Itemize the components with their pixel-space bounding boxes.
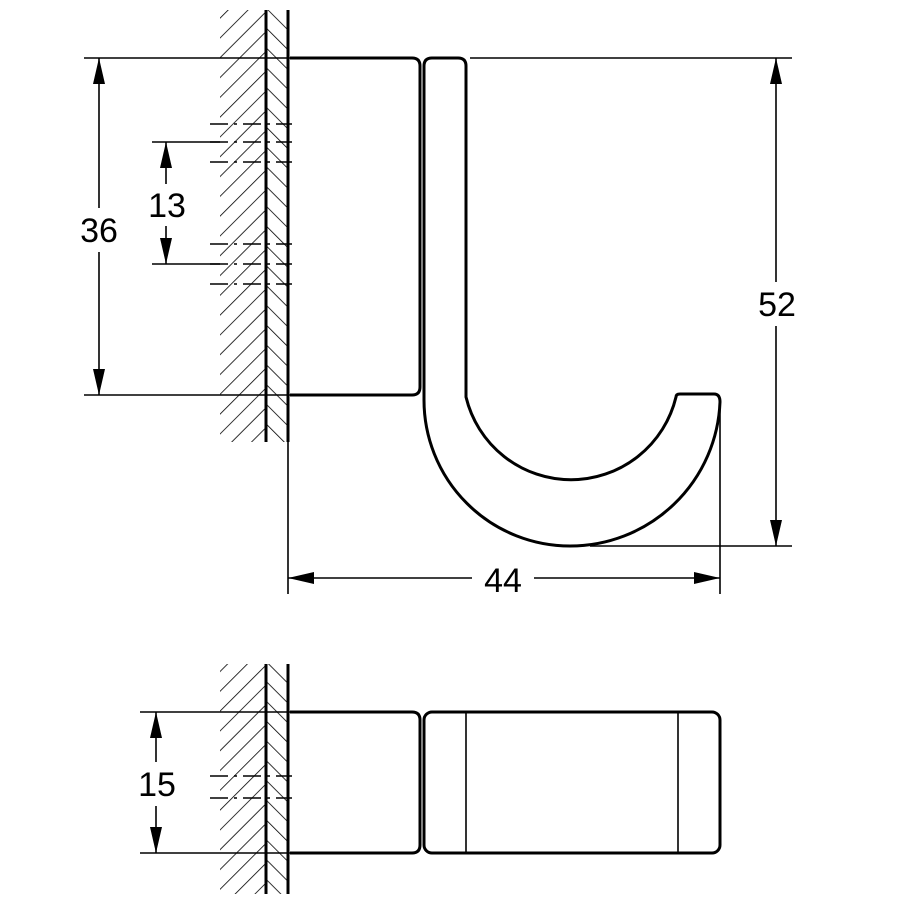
top-view: 15	[128, 664, 722, 894]
dimension-44-label: 44	[484, 562, 522, 600]
mount-center-lines-bottom	[210, 775, 292, 799]
dimension-44: 44	[288, 558, 720, 600]
dimension-13: 13	[140, 142, 194, 264]
dimension-15: 15	[128, 712, 184, 853]
dimension-13-label: 13	[148, 187, 186, 225]
dimension-52: 52	[748, 58, 806, 546]
wall-hatch-right-bottom	[266, 664, 288, 894]
wall-hatch-right	[266, 10, 288, 442]
base-block	[290, 56, 422, 397]
hook-profile	[422, 56, 722, 548]
dimension-15-label: 15	[138, 766, 176, 804]
dimension-36-label: 36	[80, 212, 118, 250]
base-block-top	[290, 710, 422, 855]
dimension-52-label: 52	[758, 286, 796, 324]
side-view: 36 13 52 44	[70, 10, 806, 600]
wall-hatch-left-bottom	[220, 664, 266, 894]
wall-hatch-left	[220, 10, 266, 442]
dimension-36: 36	[70, 58, 128, 395]
mount-center-lines	[210, 123, 292, 285]
hook-top	[422, 710, 722, 855]
